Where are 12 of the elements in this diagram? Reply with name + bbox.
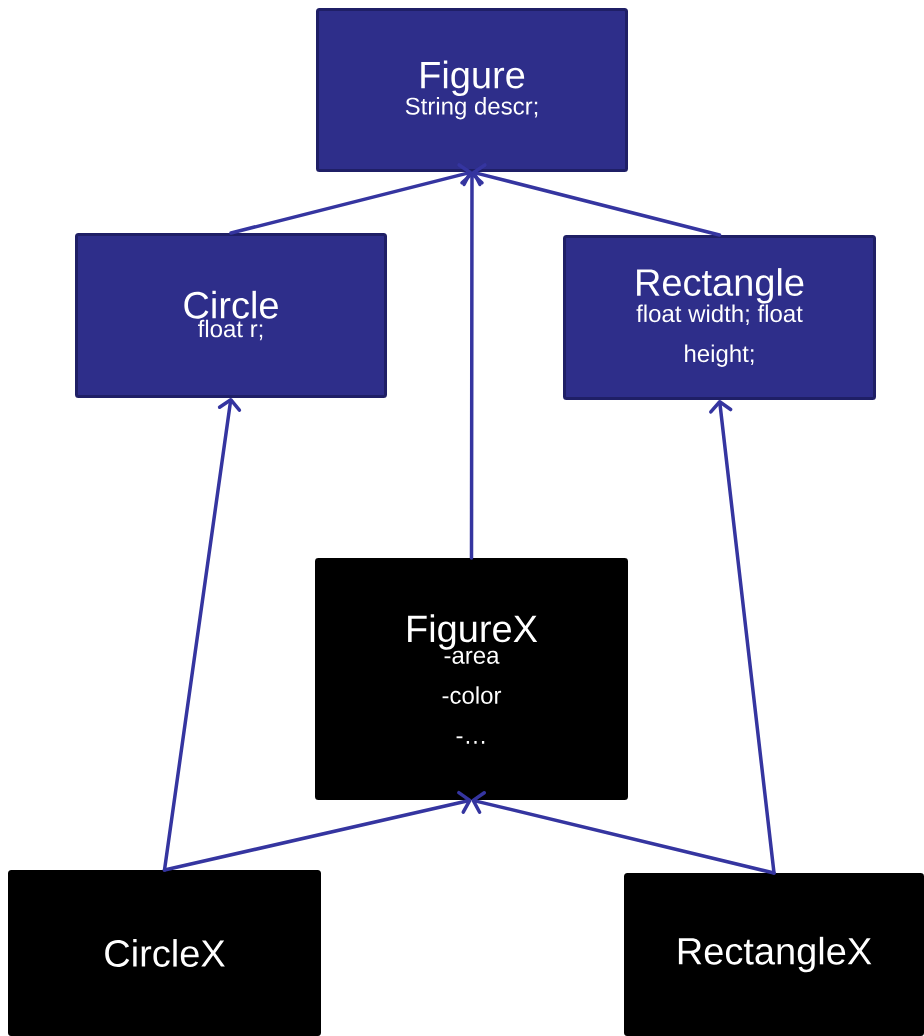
arrow [709,400,776,875]
class-box: Circle float r; [75,233,387,398]
class-box: RectangleX [624,873,924,1036]
arrow [162,398,242,872]
class-box: CircleX [8,870,321,1036]
arrow [471,163,722,237]
class-box: Rectangle float width; float height; [563,235,876,400]
arrow [162,790,472,872]
arrow [229,163,473,235]
arrow [460,172,484,560]
class-box: Figure String descr; [316,8,628,172]
class-box: FigureX -area -color -… [315,558,628,800]
